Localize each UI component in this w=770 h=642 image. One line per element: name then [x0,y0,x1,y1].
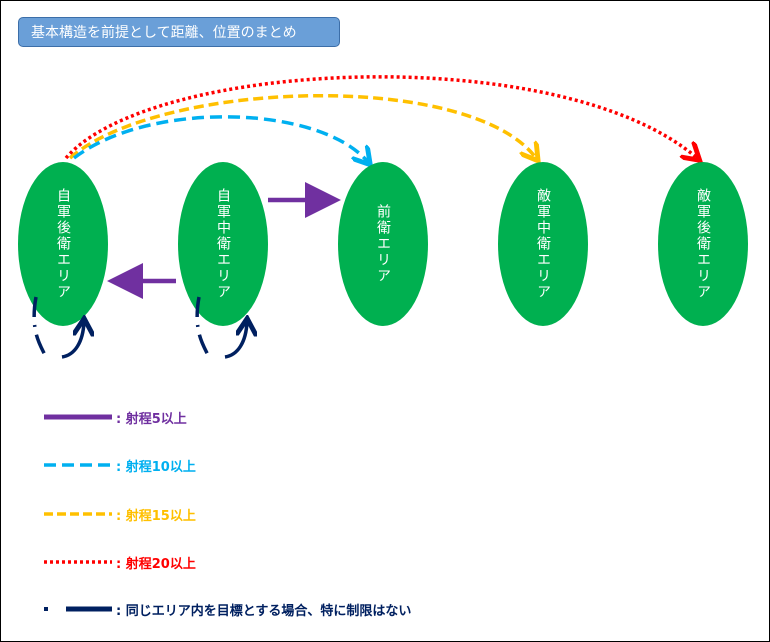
area-label-enemy-rear: 敵軍後衛エリア [695,188,711,300]
area-ellipse-own-mid [178,162,268,326]
area-ellipse-front [338,162,428,326]
area-label-front: 前衛エリア [375,204,391,284]
self-target-arrow-own-mid [195,296,210,356]
page-title: 基本構造を前提として距離、位置のまとめ [18,17,340,47]
self-target-arrow-own-rear-head [61,322,84,359]
legend-text-same-area: : 同じエリア内を目標とする場合、特に制限はない [116,604,412,619]
legend-text-range5: : 射程5以上 [116,412,187,427]
area-ellipse-enemy-mid [498,162,588,326]
area-ellipse-enemy-rear [658,162,748,326]
legend-text-range15: : 射程15以上 [116,509,196,524]
area-ellipse-own-rear [18,162,108,326]
range-10-arrow [72,115,368,162]
range-20-arrow [64,75,697,158]
self-target-arrow-own-mid-head [224,322,247,359]
area-label-enemy-mid: 敵軍中衛エリア [535,188,551,300]
area-label-own-rear: 自軍後衛エリア [55,188,71,300]
legend-text-range20: : 射程20以上 [116,557,196,572]
legend-text-range10: : 射程10以上 [116,460,196,475]
range-15-arrow [68,94,536,158]
area-label-own-mid: 自軍中衛エリア [215,188,231,300]
self-target-arrow-own-rear [32,296,47,356]
